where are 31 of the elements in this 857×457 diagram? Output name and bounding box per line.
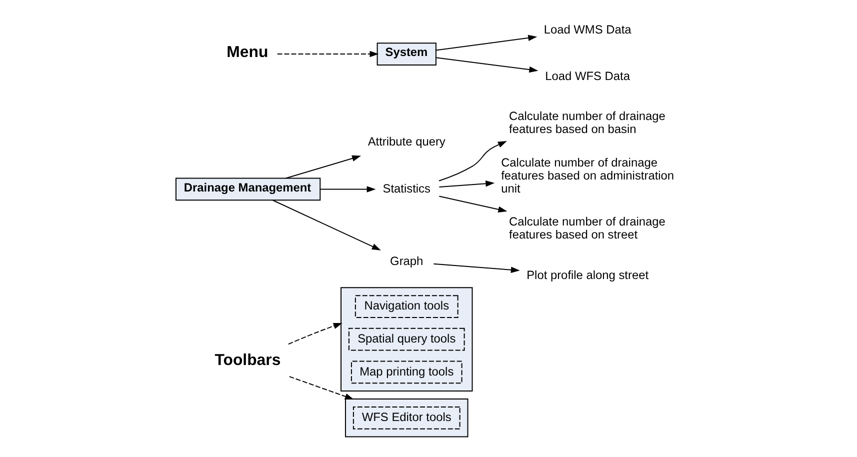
arrow bbox=[319, 186, 376, 192]
node-box: System bbox=[376, 42, 436, 66]
node-text: Attribute query bbox=[367, 134, 445, 149]
cluster bbox=[340, 287, 472, 392]
node-box: Map printing tools bbox=[350, 360, 462, 384]
node-text: Load WFS Data bbox=[544, 68, 630, 83]
arrow bbox=[272, 200, 380, 250]
arrow bbox=[438, 140, 506, 182]
arrow bbox=[287, 322, 342, 345]
arrow bbox=[432, 263, 520, 273]
node-box: Spatial query tools bbox=[348, 328, 464, 351]
arrow bbox=[434, 57, 538, 73]
arrow bbox=[434, 34, 537, 51]
node-box: Navigation tools bbox=[354, 295, 458, 318]
node-text: Statistics bbox=[382, 181, 430, 196]
node-text: Calculate number of drainage features based on administration unit bbox=[500, 155, 674, 196]
node-box: Drainage Management bbox=[174, 178, 320, 201]
node-text: Graph bbox=[390, 254, 423, 268]
node-text: Load WMS Data bbox=[543, 22, 631, 36]
cluster bbox=[344, 398, 468, 438]
arrow bbox=[438, 196, 507, 212]
node-text: Plot profile along street bbox=[526, 268, 648, 282]
node-text: Toolbars bbox=[214, 352, 280, 370]
arrow bbox=[438, 180, 494, 188]
node-box: WFS Editor tools bbox=[352, 406, 460, 430]
arrow bbox=[276, 50, 378, 58]
arrow bbox=[288, 376, 354, 400]
node-text: Calculate number of drainage features based on street bbox=[508, 214, 665, 242]
node-text: Calculate number of drainage features based on basin bbox=[508, 109, 665, 136]
arrow bbox=[284, 155, 361, 179]
node-text: Menu bbox=[226, 44, 268, 61]
